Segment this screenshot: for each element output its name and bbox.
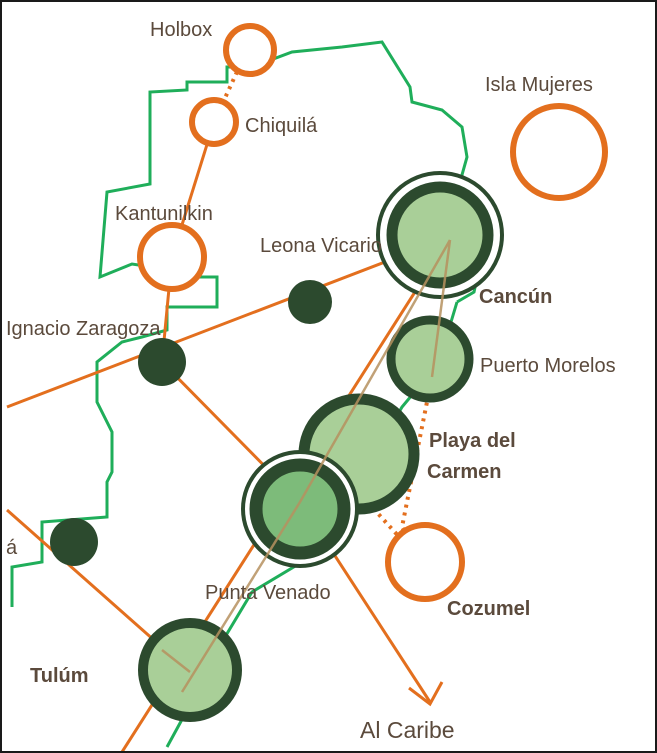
- road-west-cancun: [6, 235, 451, 409]
- chiquila-marker: [189, 97, 239, 147]
- label-playa-del-carmen-line1: Playa del: [429, 430, 516, 452]
- label-playa-del-carmen-line2: Carmen: [427, 461, 501, 483]
- ignacio-zaragoza-marker: [138, 338, 186, 386]
- label-chiquila: Chiquilá: [245, 115, 318, 137]
- punta-venado-marker: [249, 458, 351, 560]
- label-punta-venado: Punta Venado: [205, 582, 331, 604]
- label-isla-mujeres: Isla Mujeres: [485, 74, 593, 96]
- route-overlay-north: [298, 239, 452, 503]
- isla-mujeres-marker: [510, 103, 608, 201]
- label-cancun: Cancún: [479, 286, 552, 308]
- coastline: [10, 40, 492, 607]
- route-overlay-south: [180, 501, 302, 693]
- kantunilkin-marker: [137, 222, 207, 292]
- label-al-caribe: Al Caribe: [360, 717, 455, 743]
- leona-vicario-marker: [288, 280, 332, 324]
- label-kantunilkin: Kantunilkin: [115, 203, 213, 225]
- label-puerto-morelos: Puerto Morelos: [480, 355, 616, 377]
- tulum-marker: [138, 618, 242, 722]
- label-holbox: Holbox: [150, 19, 212, 41]
- label-cozumel: Cozumel: [447, 598, 530, 620]
- cancun-marker: [386, 181, 494, 289]
- label-ignacio-zaragoza: Ignacio Zaragoza: [6, 318, 161, 340]
- route-overlay-cancun: [430, 239, 452, 378]
- puerto-morelos-marker: [386, 315, 474, 403]
- holbox-marker: [223, 23, 277, 77]
- cozumel-marker: [385, 522, 465, 602]
- west-town-marker: [50, 518, 98, 566]
- label-west-town-partial: á: [6, 537, 18, 559]
- route-overlay-tulum: [161, 649, 191, 673]
- label-leona-vicario: Leona Vicario: [260, 235, 382, 257]
- label-tulum: Tulúm: [30, 665, 89, 687]
- arrow-al-caribe: [408, 681, 444, 707]
- route-overlay: [161, 239, 452, 693]
